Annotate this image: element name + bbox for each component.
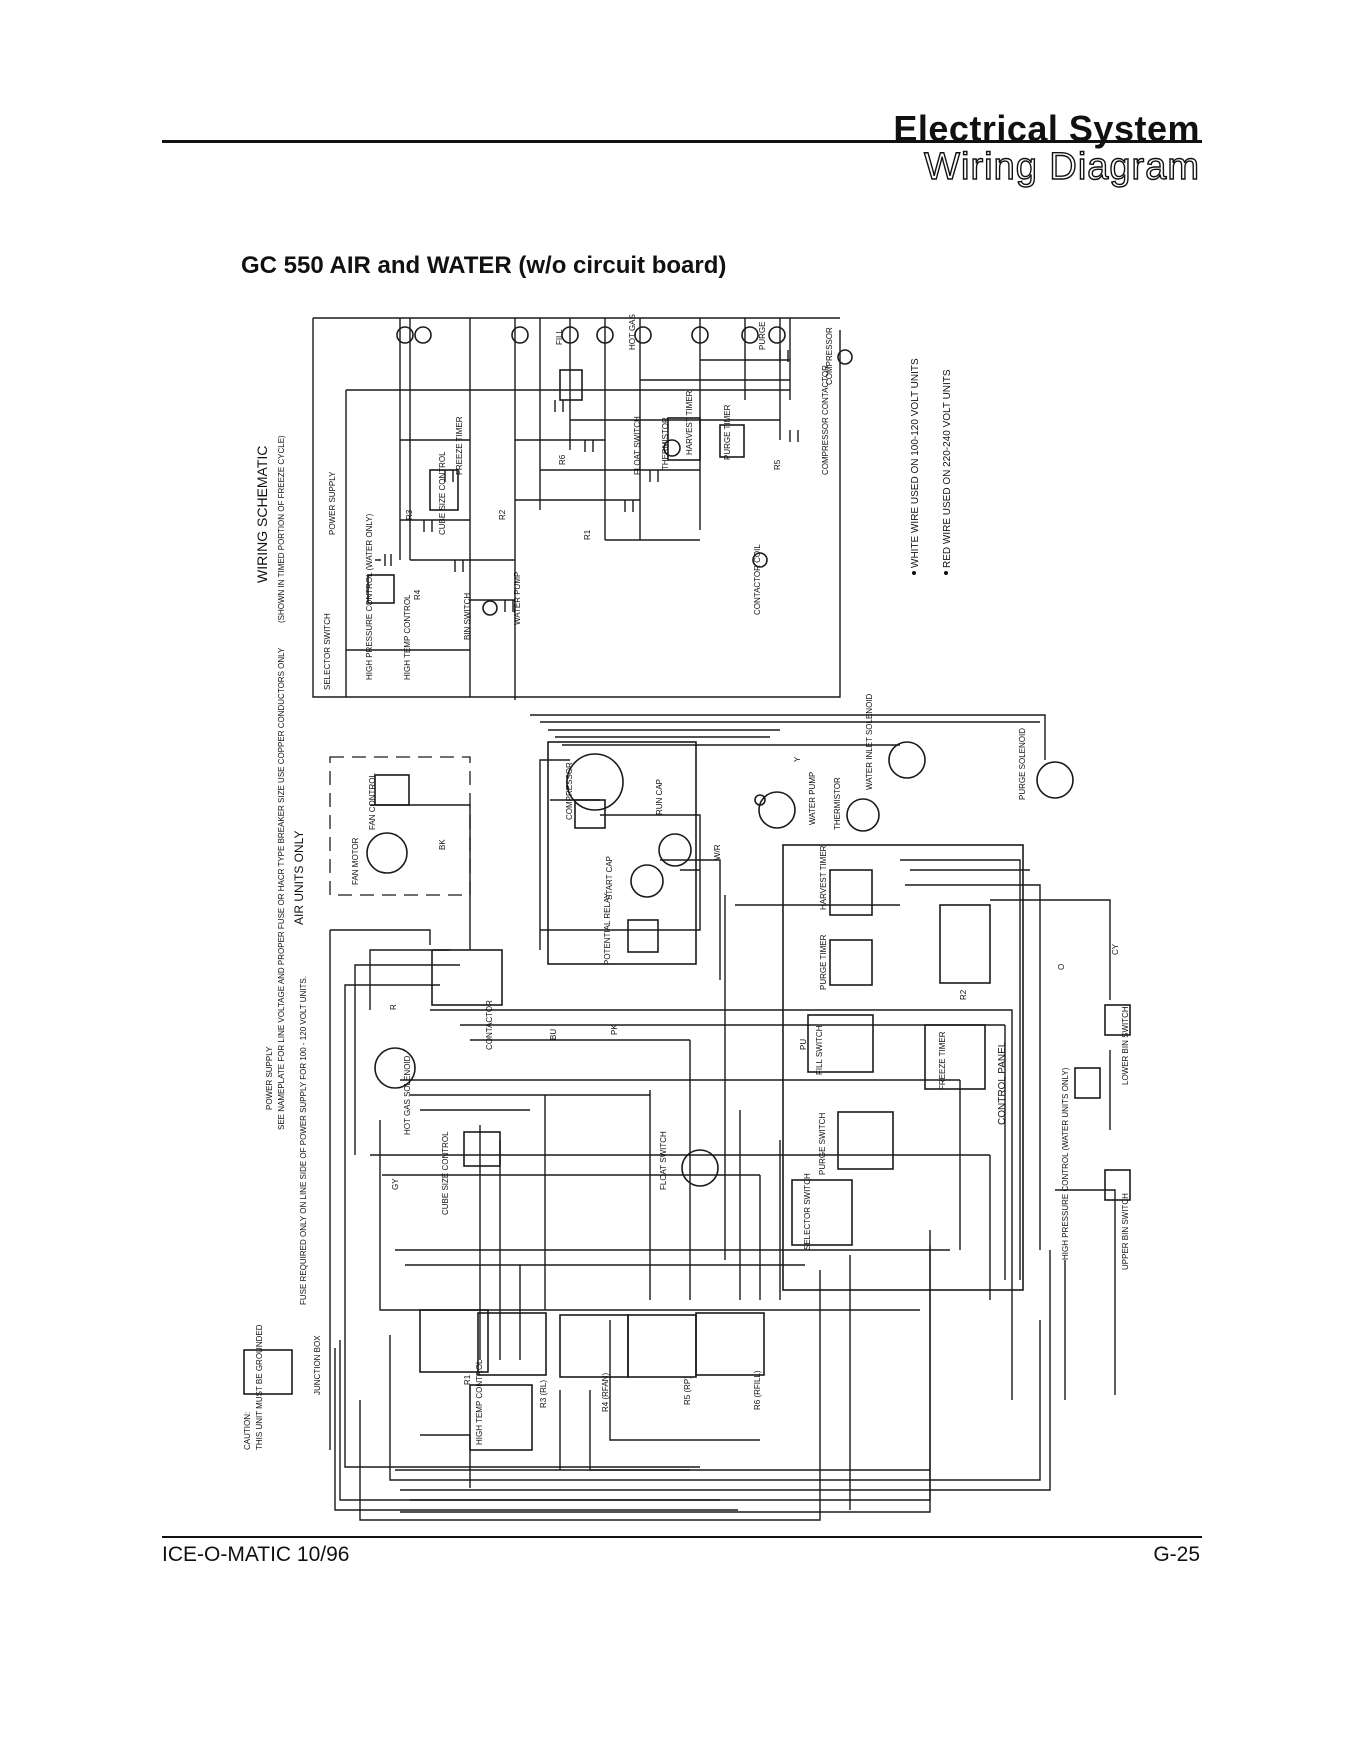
air-units-only: AIR UNITS ONLY [292, 831, 306, 925]
schematic-water-pump: WATER PUMP [513, 572, 522, 625]
freeze-timer-label: FREEZE TIMER [938, 1031, 947, 1090]
wire-code-bk: BK [438, 839, 447, 850]
schematic-hot-gas: HOT GAS [628, 314, 637, 350]
cube-size-control-label: CUBE SIZE CONTROL [441, 1131, 450, 1215]
float-switch-label: FLOAT SWITCH [659, 1131, 668, 1190]
hot-gas-solenoid-label: HOT GAS SOLENOID [403, 1055, 412, 1135]
schematic-float-switch: FLOAT SWITCH [633, 416, 642, 475]
section-subtitle: Wiring Diagram [923, 145, 1200, 188]
schematic-thermistor: THERMISTOR [661, 417, 670, 470]
power-supply-note: SEE NAMEPLATE FOR LINE VOLTAGE AND PROPE… [277, 647, 286, 1130]
selector-switch-label: SELECTOR SWITCH [803, 1173, 812, 1250]
wire-code-bu: BU [549, 1029, 558, 1040]
fan-control-label: FAN CONTROL [368, 773, 377, 830]
schematic-contacts [367, 350, 799, 612]
wire-code-y: Y [793, 756, 802, 762]
schematic-high-pressure: HIGH PRESSURE CONTROL (WATER ONLY) [365, 513, 374, 680]
relay-r3-label: R3 (RL) [539, 1380, 548, 1408]
junction-box-label: JUNCTION BOX [313, 1335, 322, 1395]
model-title: GC 550 AIR and WATER (w/o circuit board) [241, 252, 727, 279]
wire-code-gy: GY [391, 1178, 400, 1190]
relay-r6-label: R6 (RFILL) [753, 1370, 762, 1410]
relay-r1-label: R1 [463, 1374, 472, 1385]
schematic-loads [396, 326, 853, 616]
schematic-r3: R3 [405, 509, 414, 520]
start-cap-label: START CAP [605, 856, 614, 900]
schematic-r4: R4 [413, 589, 422, 600]
page-number: G-25 [1153, 1543, 1200, 1566]
red-wire-note: RED WIRE USED ON 220-240 VOLT UNITS [942, 369, 953, 568]
footer-rule [162, 1536, 1202, 1538]
fill-switch-label: FILL SWITCH [815, 1025, 824, 1075]
caution-label: CAUTION: [243, 1412, 252, 1450]
purge-switch-label: PURGE SWITCH [818, 1113, 827, 1175]
fuse-note: FUSE REQUIRED ONLY ON LINE SIDE OF POWER… [299, 976, 308, 1305]
relay-r4-label: R4 (RFAN) [601, 1373, 610, 1412]
wiring-schematic: WIRING SCHEMATIC (SHOWN IN TIMED PORTION… [254, 314, 853, 700]
water-pump-label: WATER PUMP [808, 772, 817, 825]
header-rule [162, 140, 1202, 143]
air-units-box [329, 756, 471, 896]
upper-bin-switch-label: UPPER BIN SWITCH [1121, 1193, 1130, 1270]
pictorial-diagram: AIR UNITS ONLY FAN MOTOR FAN CONTROL COM… [243, 647, 1131, 1521]
relay-r5-label: R5 (RP) [683, 1376, 692, 1405]
schematic-selector-switch: SELECTOR SWITCH [323, 613, 332, 690]
wire-code-cy: CY [1111, 943, 1120, 955]
fan-motor-label: FAN MOTOR [351, 837, 360, 885]
schematic-cube-size: CUBE SIZE CONTROL [438, 451, 447, 535]
wire-notes: WHITE WIRE USED ON 100-120 VOLT UNITS RE… [910, 358, 953, 575]
purge-solenoid-label: PURGE SOLENOID [1018, 728, 1027, 800]
schematic-high-temp: HIGH TEMP CONTROL [403, 594, 412, 680]
schematic-compressor-contactor: COMPRESSOR CONTACTOR [821, 365, 830, 475]
schematic-bin-switch: BIN SWITCH [463, 593, 472, 640]
schematic-fill: FILL [555, 328, 564, 345]
schematic-contactor-coil: CONTACTOR COIL [753, 544, 762, 615]
wire-code-o: O [1057, 964, 1066, 970]
purge-timer-label: PURGE TIMER [819, 934, 828, 990]
schematic-note: (SHOWN IN TIMED PORTION OF FREEZE CYCLE) [277, 435, 286, 623]
wire-code-wr: W/R [713, 844, 722, 860]
water-inlet-solenoid-label: WATER INLET SOLENOID [865, 693, 874, 790]
schematic-frame [312, 317, 841, 698]
schematic-compressor: COMPRESSOR [825, 327, 834, 385]
schematic-power-supply: POWER SUPPLY [328, 471, 337, 535]
relay-r2-label: R2 [959, 989, 968, 1000]
run-cap-label: RUN CAP [655, 779, 664, 815]
wire-code-pu: PU [799, 1039, 808, 1050]
schematic-title: WIRING SCHEMATIC [254, 446, 270, 583]
schematic-freeze-timer: FREEZE TIMER [455, 416, 464, 475]
harvest-timer-label: HARVEST TIMER [819, 845, 828, 910]
caution-text: THIS UNIT MUST BE GROUNDED [255, 1324, 264, 1450]
white-wire-note: WHITE WIRE USED ON 100-120 VOLT UNITS [910, 358, 921, 568]
high-pressure-control-label: HIGH PRESSURE CONTROL (WATER UNITS ONLY) [1061, 1067, 1070, 1260]
schematic-r1: R1 [583, 529, 592, 540]
schematic-r2: R2 [498, 509, 507, 520]
schematic-r6: R6 [558, 454, 567, 465]
wire-code-pk: PK [610, 1024, 619, 1035]
footer-brand: ICE-O-MATIC 10/96 [162, 1543, 350, 1566]
components [243, 741, 1131, 1451]
contactor-label: CONTACTOR [485, 1000, 494, 1050]
schematic-purge-timer: PURGE TIMER [723, 404, 732, 460]
schematic-harvest-timer: HARVEST TIMER [685, 390, 694, 455]
schematic-r5: R5 [773, 459, 782, 470]
high-temp-control-label: HIGH TEMP CONTROL [475, 1359, 484, 1445]
control-panel-label: CONTROL PANEL [997, 1041, 1008, 1125]
potential-relay-label: POTENTIAL RELAY [603, 892, 612, 965]
compressor-label: COMPRESSOR [565, 762, 574, 820]
wire-code-r: R [389, 1004, 398, 1010]
power-supply-label: POWER SUPPLY [265, 1046, 274, 1110]
schematic-purge: PURGE [758, 322, 767, 350]
thermistor-label: THERMISTOR [833, 777, 842, 830]
lower-bin-switch-label: LOWER BIN SWITCH [1121, 1006, 1130, 1085]
